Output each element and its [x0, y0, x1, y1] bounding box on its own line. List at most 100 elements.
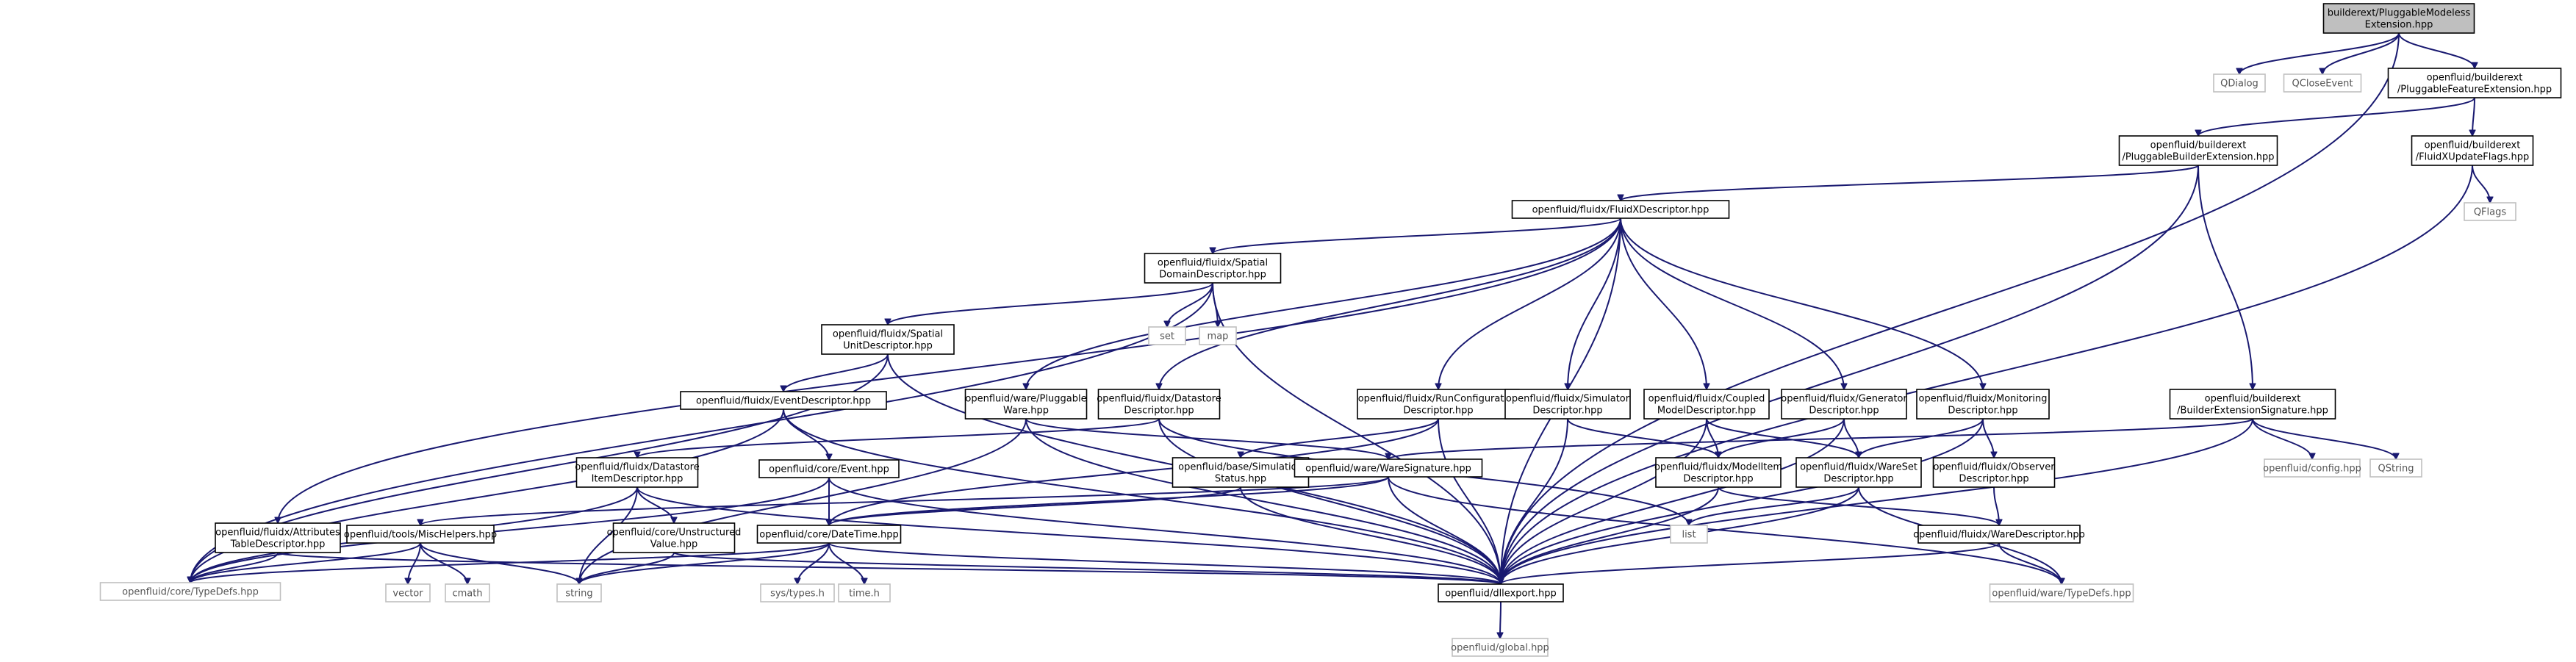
node-box: [680, 391, 887, 410]
edge-uv-to-dllexport: [673, 552, 1501, 585]
node-sud[interactable]: openfluid/fluidx/SpatialUnitDescriptor.h…: [821, 324, 955, 355]
edge-rcd-to-dllexport: [1438, 418, 1501, 584]
node-root[interactable]: builderext/PluggableModelessExtension.hp…: [2322, 3, 2475, 34]
node-label: openfluid/core/Event.hpp: [769, 464, 889, 475]
edge-fxd-to-cmd: [1620, 217, 1707, 389]
edge-pbe-to-bes: [2198, 165, 2253, 389]
node-label: Value.hpp: [650, 539, 698, 550]
node-box: [2264, 458, 2361, 478]
edge-wsd-to-list: [1689, 486, 1859, 525]
node-label: openfluid/fluidx/Spatial: [1158, 258, 1268, 269]
edge-sud-to-evd: [783, 353, 889, 392]
node-label: Ware.hpp: [1003, 406, 1049, 417]
edge-obsd-to-wd: [1993, 486, 1999, 525]
edge-fxd-to-dsd: [1159, 217, 1621, 389]
node-label: openfluid/fluidx/Spatial: [833, 329, 943, 340]
node-label: openfluid/fluidx/Datastore: [1097, 394, 1221, 405]
edge-dsd-to-dllexport: [1158, 418, 1501, 584]
node-label: set: [1160, 331, 1174, 342]
edge-event-to-dllexport: [828, 477, 1501, 584]
edge-cmd-to-dllexport: [1501, 418, 1707, 584]
node-label: /PluggableBuilderExtension.hpp: [2122, 152, 2274, 163]
edge-fxd-to-pw: [1026, 217, 1621, 389]
node-cmd[interactable]: openfluid/fluidx/CoupledModelDescriptor.…: [1643, 389, 1770, 420]
node-pfe[interactable]: openfluid/builderext/PluggableFeatureExt…: [2387, 68, 2562, 98]
node-box: [445, 583, 490, 602]
node-wsig[interactable]: openfluid/ware/WareSignature.hpp: [1294, 458, 1483, 478]
node-dsid[interactable]: openfluid/fluidx/DatastoreItemDescriptor…: [575, 457, 700, 488]
node-label: openfluid/ware/Pluggable: [965, 394, 1086, 405]
node-box: [556, 583, 602, 602]
node-label: sys/types.h: [770, 589, 825, 600]
node-label: openfluid/dllexport.hpp: [1445, 589, 1557, 600]
node-box: [1917, 525, 2081, 544]
node-box: [385, 583, 431, 602]
node-label: DomainDescriptor.hpp: [1159, 270, 1266, 281]
edge-misc-to-ctd: [190, 542, 421, 583]
node-label: openfluid/base/Simulation: [1178, 462, 1303, 473]
node-fuf[interactable]: openfluid/builderext/FluidXUpdateFlags.h…: [2411, 135, 2534, 166]
edge-dsid-to-string: [579, 486, 638, 584]
edge-wsig-to-dllexport: [1388, 476, 1501, 584]
node-box: [1144, 253, 1282, 284]
node-box: [1916, 389, 2050, 420]
edge-dt-to-ctd: [190, 542, 830, 583]
node-wd[interactable]: openfluid/fluidx/WareDescriptor.hpp: [1913, 525, 2085, 544]
node-box: [612, 522, 736, 553]
edge-evd-to-event: [783, 409, 829, 460]
node-timeh: time.h: [838, 583, 891, 602]
edge-wsig-to-dt: [829, 476, 1389, 526]
edge-fuf-to-qflags: [2472, 165, 2490, 203]
node-label: openfluid/core/DateTime.hpp: [759, 530, 898, 541]
node-label: TableDescriptor.hpp: [230, 539, 326, 550]
node-box: [1781, 389, 1907, 420]
node-label: openfluid/config.hpp: [2263, 464, 2361, 475]
edge-evd-to-dllexport: [783, 409, 1501, 584]
node-label: openfluid/fluidx/WareDescriptor.hpp: [1913, 530, 2085, 541]
node-label: string: [565, 589, 592, 600]
node-label: Status.hpp: [1215, 474, 1266, 485]
node-sdd[interactable]: openfluid/fluidx/SpatialDomainDescriptor…: [1144, 253, 1282, 284]
node-fxd[interactable]: openfluid/fluidx/FluidXDescriptor.hpp: [1511, 200, 1730, 219]
node-label: openfluid/builderext: [2150, 140, 2247, 151]
node-dllexport[interactable]: openfluid/dllexport.hpp: [1438, 583, 1564, 602]
node-box: [2387, 68, 2562, 98]
node-label: /BuilderExtensionSignature.hpp: [2177, 406, 2328, 417]
node-box: [2464, 202, 2516, 221]
node-label: Descriptor.hpp: [1948, 406, 2017, 417]
node-label: Descriptor.hpp: [1809, 406, 1879, 417]
node-label: openfluid/fluidx/Datastore: [575, 462, 699, 473]
node-label: Descriptor.hpp: [1124, 406, 1194, 417]
node-misc[interactable]: openfluid/tools/MiscHelpers.hpp: [344, 525, 497, 544]
node-box: [2283, 73, 2362, 93]
node-bes[interactable]: openfluid/builderext/BuilderExtensionSig…: [2169, 389, 2336, 420]
edge-pfe-to-pbe: [2198, 97, 2475, 137]
node-box: [346, 525, 495, 544]
node-event[interactable]: openfluid/core/Event.hpp: [758, 459, 900, 478]
edge-wd-to-wtd: [1998, 542, 2062, 584]
node-mond[interactable]: openfluid/fluidx/MonitoringDescriptor.hp…: [1916, 389, 2050, 420]
edge-simd-to-dllexport: [1501, 418, 1568, 584]
node-map: map: [1199, 326, 1237, 345]
node-box: [758, 459, 900, 478]
node-config: openfluid/config.hpp: [2263, 458, 2361, 478]
node-label: openfluid/fluidx/ModelItem: [1654, 462, 1782, 473]
node-dt[interactable]: openfluid/core/DateTime.hpp: [756, 525, 902, 544]
node-pbe[interactable]: openfluid/builderext/PluggableBuilderExt…: [2118, 135, 2278, 166]
node-rcd[interactable]: openfluid/fluidx/RunConfigurationDescrip…: [1357, 389, 1520, 420]
node-box: [2369, 458, 2422, 478]
node-atd[interactable]: openfluid/fluidx/AttributesTableDescript…: [215, 522, 341, 553]
edge-mid-to-wd: [1718, 486, 1999, 526]
edge-dsid-to-uv: [636, 486, 674, 523]
node-evd[interactable]: openfluid/fluidx/EventDescriptor.hpp: [680, 391, 887, 410]
edge-mond-to-wsd: [1859, 418, 1984, 458]
